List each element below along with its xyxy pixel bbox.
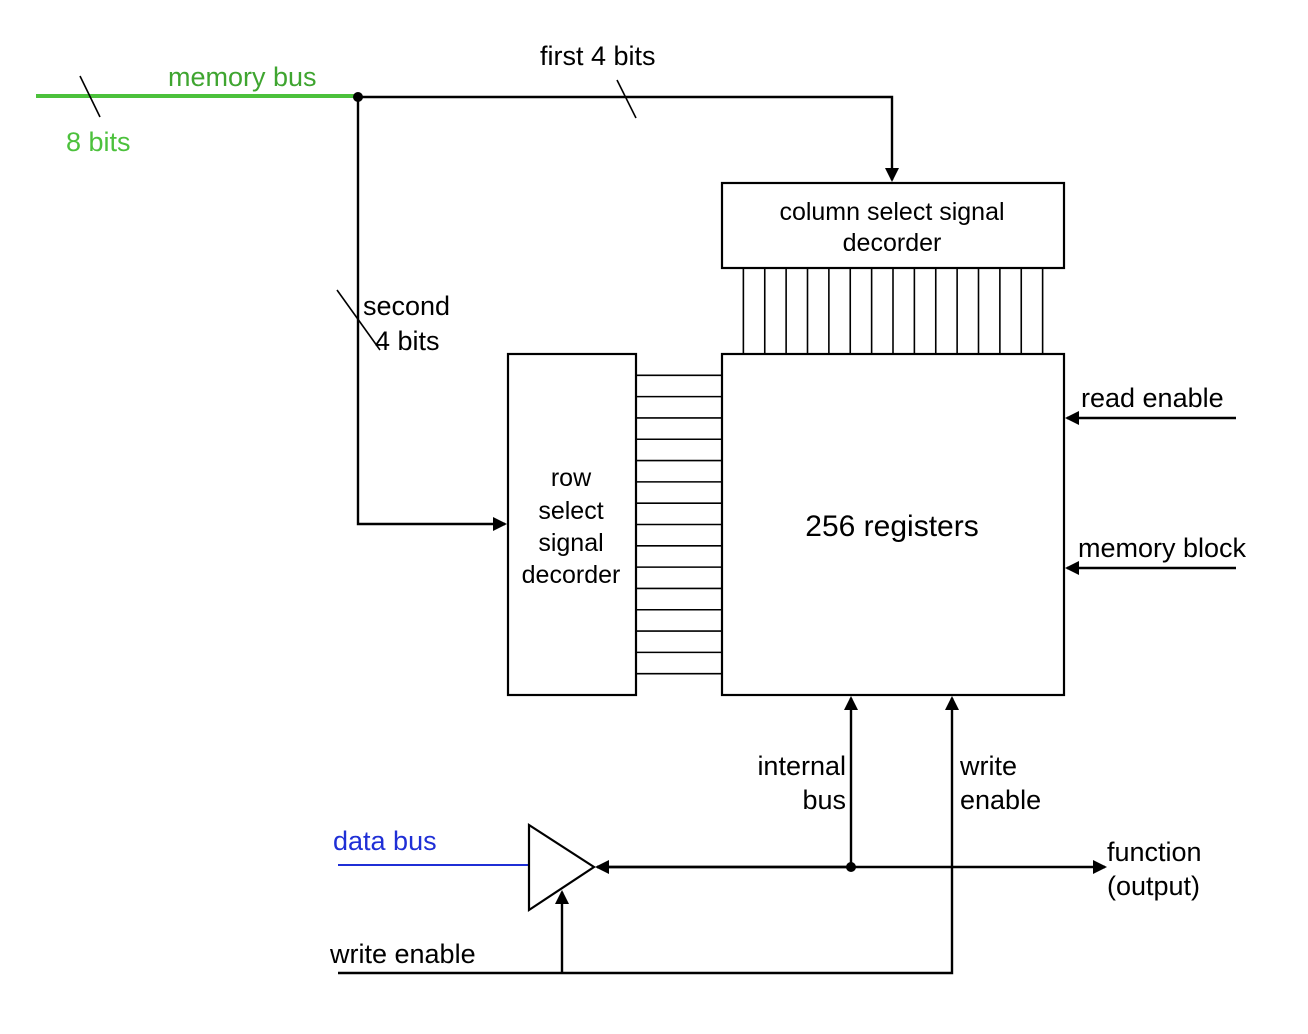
second-bits-wire	[356, 97, 507, 531]
internal-bus-junction	[846, 862, 856, 872]
memory-block-label: memory block	[1078, 533, 1247, 563]
internal-bus-label-line1: internal	[757, 751, 846, 781]
first-bits-slash	[616, 79, 637, 119]
first-bits-label: first 4 bits	[540, 41, 656, 71]
internal-bus-label-line2: bus	[802, 785, 846, 815]
row-decoder-label-line3: signal	[538, 529, 603, 557]
tristate-buffer-icon	[527, 822, 597, 913]
row-decoder-box	[506, 352, 638, 697]
read-enable-label: read enable	[1081, 383, 1224, 413]
first-bits-wire	[358, 95, 899, 182]
row-decoder-label-line2: select	[538, 497, 603, 525]
memory-bus-width-slash	[79, 75, 101, 118]
column-decoder-label-line2: decorder	[843, 229, 942, 257]
row-select-lines	[636, 374, 722, 675]
write-enable-right-label-line1: write	[959, 751, 1017, 781]
column-decoder-label-line1: column select signal	[779, 198, 1004, 226]
memory-bus-width-label: 8 bits	[66, 127, 131, 157]
write-enable-wire	[338, 696, 959, 975]
function-label-line2: (output)	[1107, 871, 1200, 901]
row-decoder-label-line4: decorder	[522, 561, 621, 589]
write-enable-bottom-label: write enable	[329, 939, 476, 969]
data-bus-label: data bus	[333, 826, 437, 856]
column-select-lines	[742, 268, 1044, 354]
row-decoder-label-line1: row	[551, 464, 592, 492]
second-bits-label-line1: second	[363, 291, 450, 321]
column-decoder-box	[720, 181, 1066, 270]
second-bits-label-line2: 4 bits	[375, 326, 440, 356]
function-label-line1: function	[1107, 837, 1202, 867]
write-enable-right-label-line2: enable	[960, 785, 1041, 815]
registers-label: 256 registers	[805, 510, 978, 543]
second-bits-slash	[336, 289, 381, 351]
registers-box	[720, 352, 1066, 697]
memory-bus-label: memory bus	[168, 62, 317, 92]
